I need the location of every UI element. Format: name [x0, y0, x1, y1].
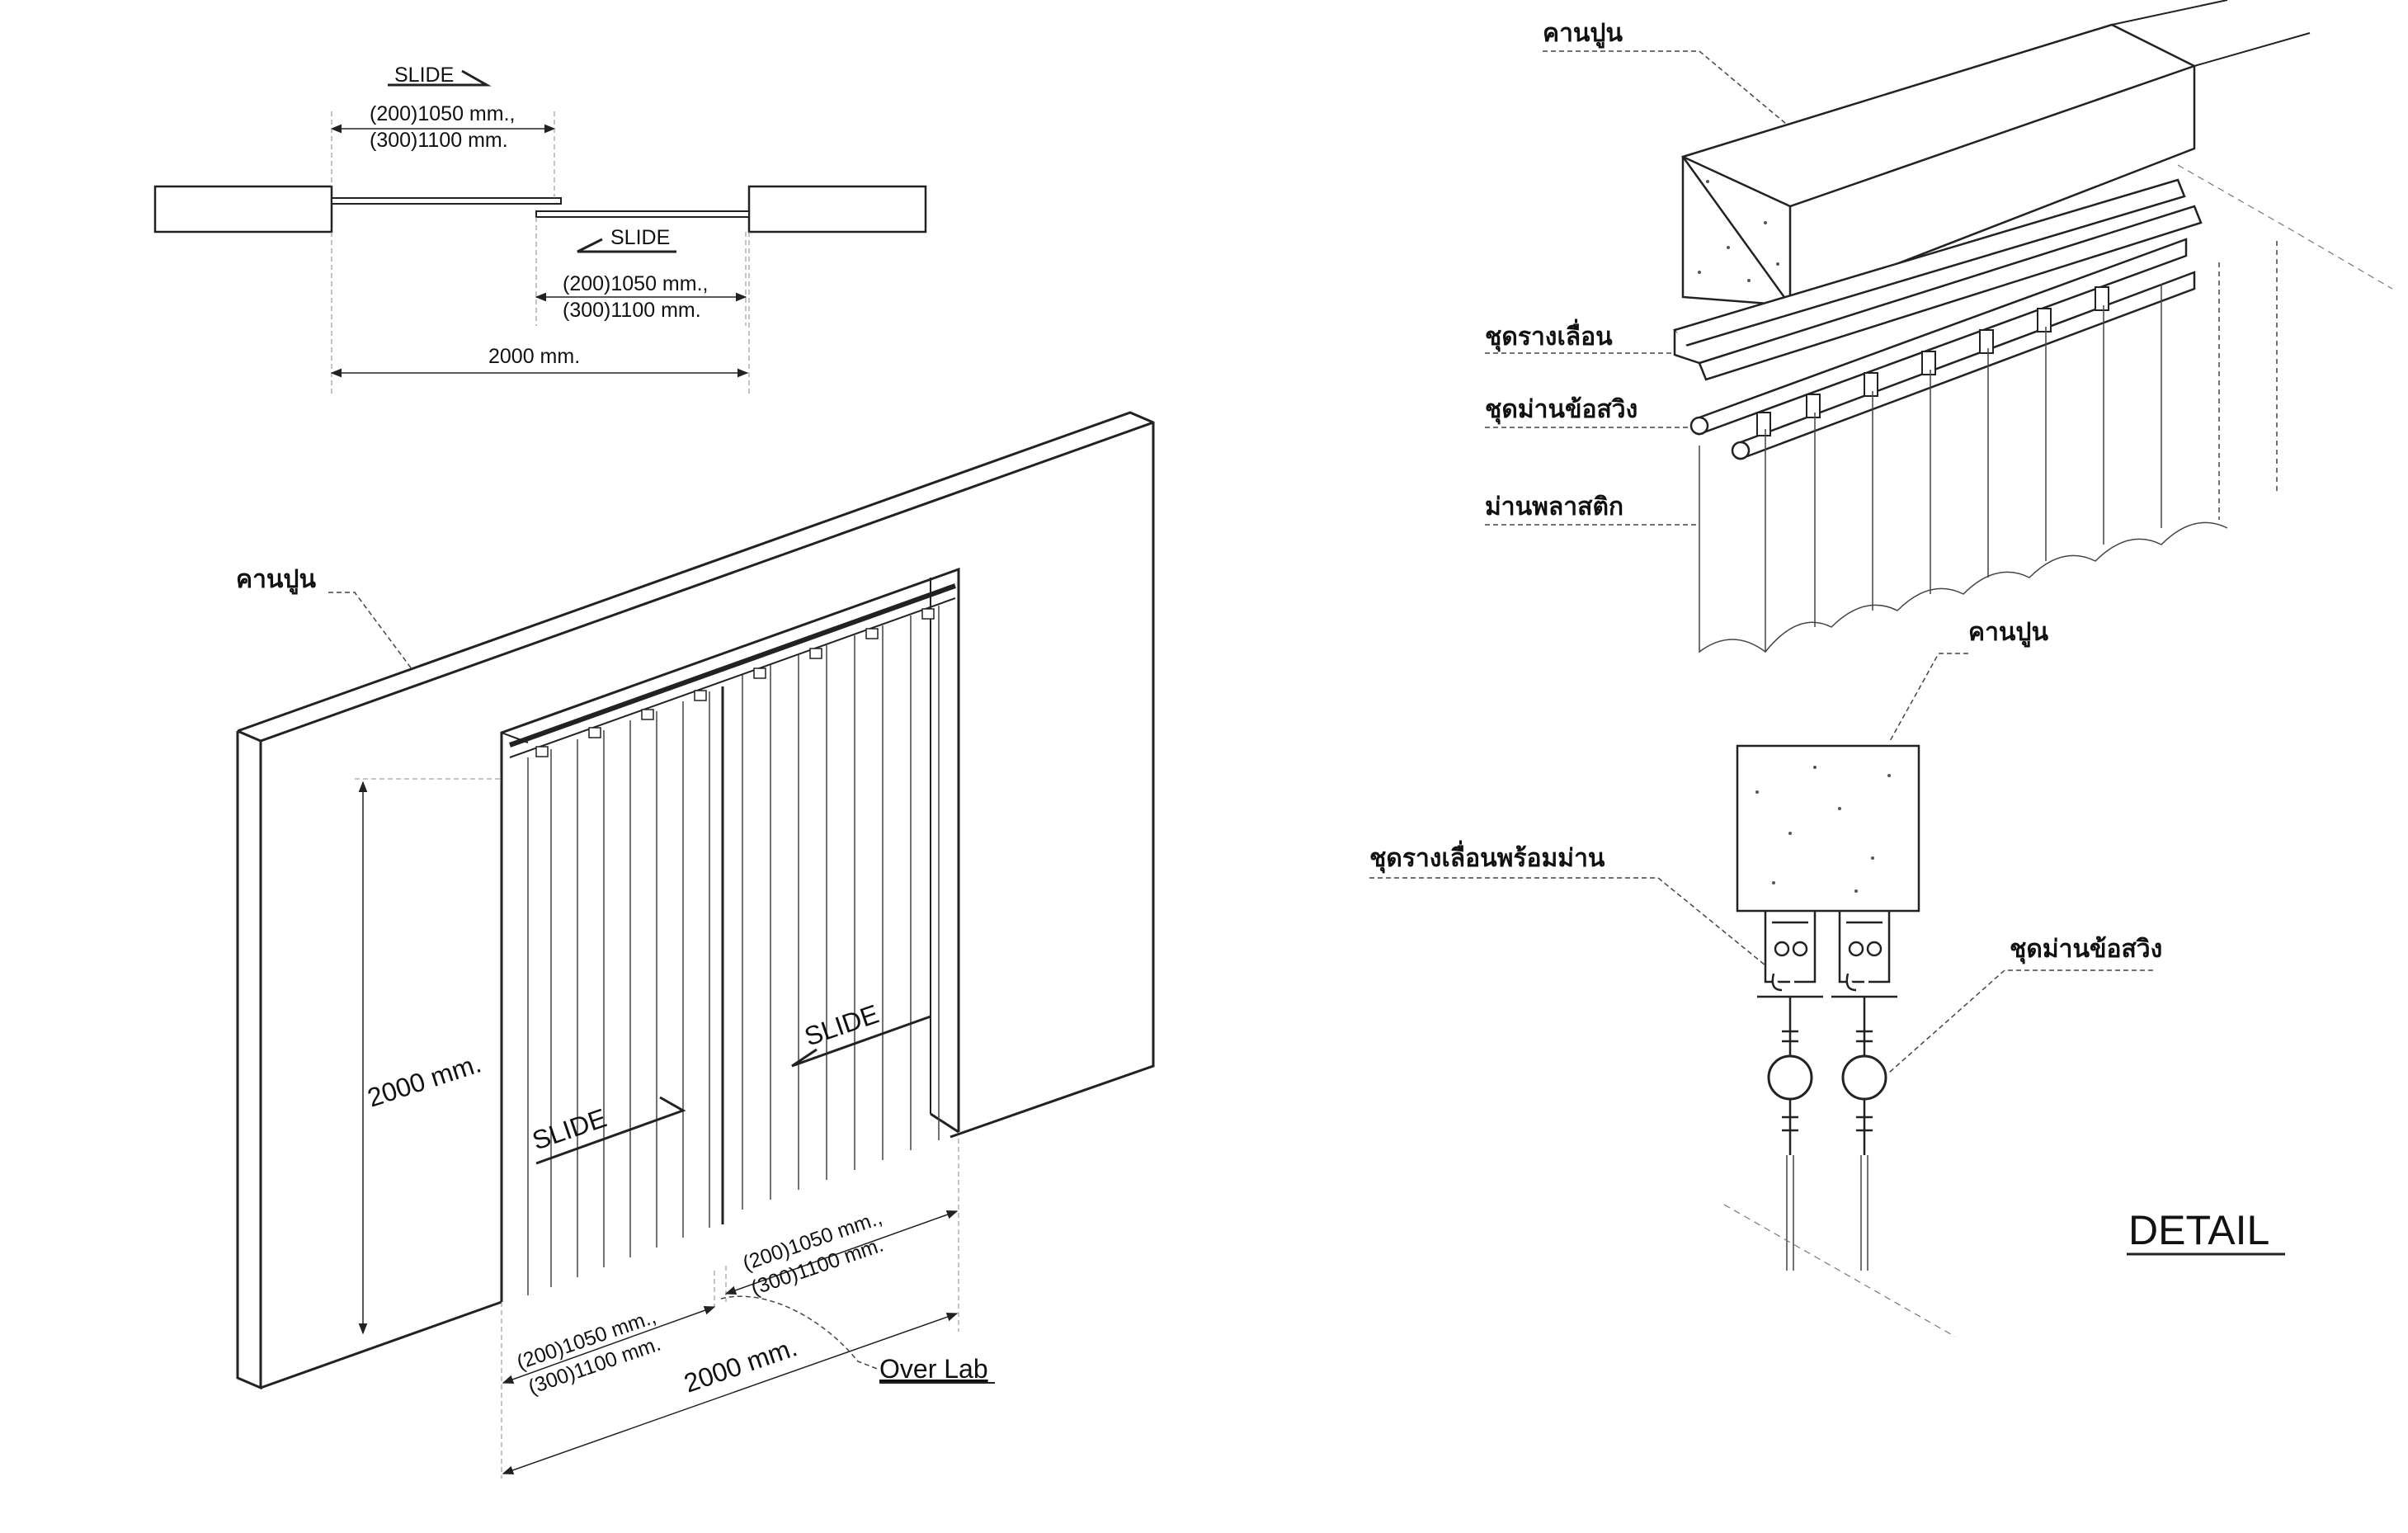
detail-section-curtain	[1786, 1155, 1868, 1271]
detail-section-beam	[1736, 744, 1920, 913]
detail-section-beam-leader	[1888, 653, 1968, 743]
detail-iso-hanger-label: ชุดม่านข้อสวิง	[1485, 396, 1638, 425]
iso-door-view: คานปูน 2000 mm. SLIDE SLIDE (200)1050 mm…	[236, 411, 1155, 1479]
iso-hanger-clips	[535, 608, 935, 757]
plan-total-width: 2000 mm.	[488, 345, 580, 368]
detail-section-rail-curtain-label: ชุดรางเลื่อนพร้อมม่าน	[1369, 840, 1605, 874]
plan-wall-left	[153, 185, 333, 233]
iso-curtain-leaf-right	[742, 606, 940, 1210]
detail-iso-view: คานปูน ชุดรางเลื่อน ชุดม่านข้อสวิง ม่านพ…	[1485, 0, 2393, 653]
iso-height-label: 2000 mm.	[364, 1048, 484, 1112]
detail-iso-rail-label: ชุดรางเลื่อน	[1485, 318, 1613, 352]
iso-slide-label-left: SLIDE	[529, 1102, 610, 1155]
detail-section-view: คานปูน ชุดรางเลื่อนพร้อมม่าน ชุดม่านข้อส…	[1369, 619, 2285, 1337]
detail-iso-beam-label: คานปูน	[1543, 20, 1623, 49]
detail-iso-rails	[1673, 178, 2203, 381]
plan-wall-right	[747, 185, 927, 233]
detail-section-hanger-label: ชุดม่านข้อสวิง	[2010, 936, 2162, 965]
detail-section-hangers	[1767, 997, 1887, 1155]
iso-total-width: 2000 mm.	[681, 1332, 801, 1398]
iso-right-leaf-dim-line	[724, 1210, 959, 1295]
detail-iso-beam	[1680, 0, 2311, 307]
plan-curtain-leaf-right	[535, 210, 750, 218]
detail-iso-curtain-label: ม่านพลาสติก	[1485, 493, 1623, 521]
detail-section-rail-left	[1764, 911, 1817, 992]
detail-iso-beam-leader	[1543, 50, 1787, 125]
plan-leaf-dim-top-1: (200)1050 mm.,	[370, 102, 515, 125]
iso-wall-frame	[236, 411, 1155, 1390]
detail-section-beam-label: คานปูน	[1968, 619, 2048, 648]
detail-iso-curtain	[1699, 241, 2278, 653]
plan-view: SLIDE (200)1050 mm., (300)1100 mm. SLIDE…	[153, 64, 927, 396]
plan-slide-arrow-top	[388, 69, 492, 87]
plan-curtain-leaf-left	[331, 197, 562, 205]
plan-leaf-dim-bottom-1: (200)1050 mm.,	[563, 272, 708, 295]
iso-overlap-leader	[720, 1295, 880, 1370]
iso-overlap-label: Over Lab	[879, 1354, 988, 1384]
detail-section-hanger-leader	[1888, 969, 2153, 1073]
iso-slide-arrow-right	[791, 1015, 931, 1068]
iso-total-dim-line	[502, 1312, 959, 1475]
detail-title: DETAIL	[2128, 1207, 2269, 1253]
plan-slide-label-top: SLIDE	[394, 64, 454, 87]
plan-leaf-dim-bottom-2: (300)1100 mm.	[563, 299, 701, 322]
iso-beam-label: คานปูน	[236, 566, 316, 595]
iso-beam-leader	[328, 592, 413, 671]
plan-slide-arrow-bottom	[577, 238, 676, 253]
detail-section-rail-leader	[1369, 877, 1766, 966]
iso-slide-label-right: SLIDE	[801, 998, 883, 1051]
iso-curtain-leaf-left	[527, 691, 710, 1295]
plan-leaf-dim-top-2: (300)1100 mm.	[370, 129, 508, 152]
detail-iso-hanger-clips	[1756, 286, 2109, 436]
detail-section-rail-right	[1838, 911, 1891, 992]
iso-track-rail	[508, 583, 957, 758]
iso-slide-arrow-left	[535, 1096, 686, 1165]
plan-slide-label-bottom: SLIDE	[610, 226, 670, 249]
